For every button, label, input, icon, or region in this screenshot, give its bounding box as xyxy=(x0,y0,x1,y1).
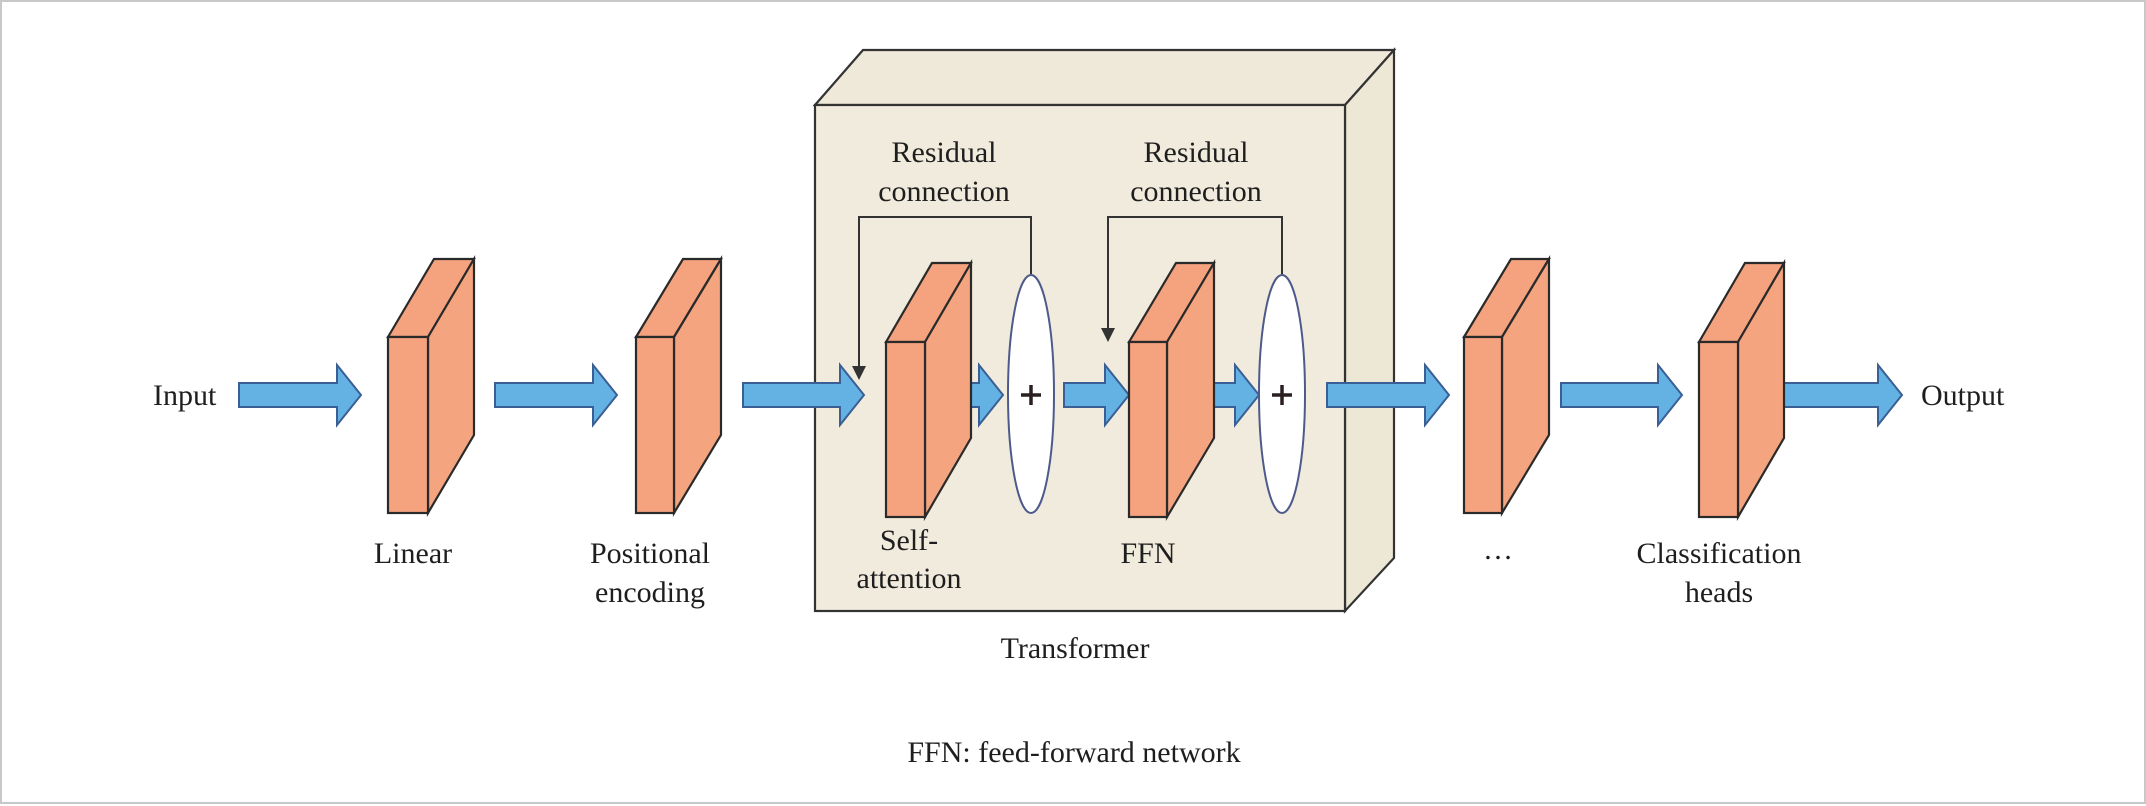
residual-label-1-line1: Residual xyxy=(892,136,997,169)
classification-heads-label-line1: Classification xyxy=(1637,537,1802,570)
positional-encoding-label-line1: Positional xyxy=(590,537,710,570)
transformer-box-side xyxy=(1343,47,1396,614)
residual-arrowhead-icon xyxy=(1101,328,1115,342)
arrow-into-transformer-icon xyxy=(742,362,866,428)
output-label: Output xyxy=(1921,379,2005,412)
arrow-output-icon xyxy=(1781,362,1904,428)
repeat-ellipsis-label: … xyxy=(1483,533,1513,566)
layer-blocks xyxy=(386,254,1786,522)
figure-caption: FFN: feed-forward network xyxy=(907,736,1240,769)
self-attention-block xyxy=(884,258,973,522)
residual-connection-1 xyxy=(852,216,1032,380)
adder-2 xyxy=(1258,274,1306,514)
residual-label-2-line2: connection xyxy=(1130,175,1262,208)
ffn-label: FFN xyxy=(1120,537,1175,570)
flow-arrows xyxy=(238,362,1904,428)
positional-encoding-label-line2: encoding xyxy=(595,576,705,609)
arrow-input-icon xyxy=(238,362,363,428)
classification-heads-block xyxy=(1697,258,1786,522)
positional-encoding-block xyxy=(634,255,723,517)
residual-connection-2 xyxy=(1101,216,1283,342)
ffn-block xyxy=(1127,258,1216,522)
arrow-adder-to-ffn-icon xyxy=(1063,362,1131,428)
arrow-to-classification-icon xyxy=(1560,362,1684,428)
repeat-block xyxy=(1462,255,1551,517)
arrow-out-of-transformer-icon xyxy=(1326,362,1451,428)
classification-heads-label-line2: heads xyxy=(1685,576,1753,609)
transformer-box-top xyxy=(812,48,1397,107)
residual-label-2-line1: Residual xyxy=(1144,136,1249,169)
self-attention-label-line2: attention xyxy=(857,562,962,595)
arrow-linear-to-posenc-icon xyxy=(494,362,619,428)
residual-label-1-line2: connection xyxy=(878,175,1010,208)
self-attention-label-line1: Self- xyxy=(880,524,938,557)
input-label: Input xyxy=(153,379,217,412)
residual-arrowhead-icon xyxy=(852,366,866,380)
transformer-label: Transformer xyxy=(1001,632,1150,665)
linear-label: Linear xyxy=(374,537,452,570)
repeat-block-front xyxy=(1462,335,1504,515)
linear-block xyxy=(386,254,476,518)
classification-heads-block-front xyxy=(1697,340,1740,519)
positional-encoding-block-front xyxy=(634,335,676,515)
adder-1 xyxy=(1007,274,1055,514)
self-attention-block-front xyxy=(884,340,927,519)
ffn-block-front xyxy=(1127,340,1169,519)
linear-block-front xyxy=(386,335,430,515)
